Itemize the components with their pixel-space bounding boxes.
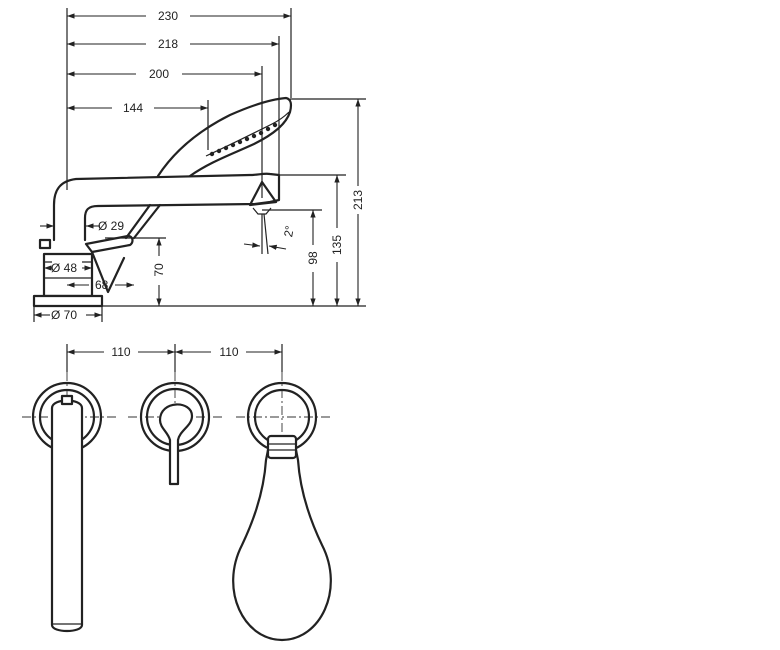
dim-label-angle: 2° [281, 224, 297, 238]
top-view: 110 110 [22, 344, 332, 642]
dim-label-68: 68 [95, 278, 109, 292]
dim-label-dia70: Ø 70 [51, 308, 77, 322]
spout: 2° [52, 172, 297, 255]
dim-label-98: 98 [306, 251, 320, 265]
dim-label-spacing-left: 110 [111, 345, 130, 359]
dim-label-spacing-right: 110 [219, 345, 238, 359]
dim-label-dia29: Ø 29 [98, 219, 124, 233]
dimension-98: 98 [306, 210, 320, 306]
dim-label-144: 144 [123, 101, 143, 115]
dimension-213: 213 [351, 99, 365, 306]
hand-shower-top [232, 381, 332, 642]
dimension-68: 68 [67, 278, 134, 292]
dim-label-230: 230 [158, 9, 178, 23]
dim-label-218: 218 [158, 37, 178, 51]
dim-label-70-height: 70 [152, 263, 166, 277]
dim-label-dia48: Ø 48 [51, 261, 77, 275]
dimension-70-height: 70 [152, 238, 166, 306]
dimension-230: 230 [67, 9, 291, 23]
dimension-spacing-left: 110 [66, 344, 176, 372]
shower-nozzles [209, 122, 278, 157]
dim-label-213: 213 [351, 190, 365, 210]
dimension-218: 218 [67, 37, 279, 51]
dimension-spacing-right: 110 [175, 344, 283, 372]
dimension-144: 144 [67, 101, 208, 115]
dimension-dia48: Ø 48 [44, 260, 92, 275]
dimension-200: 200 [67, 67, 262, 81]
dim-label-135: 135 [330, 235, 344, 255]
dimension-135: 135 [330, 175, 344, 306]
mixer-top [139, 381, 211, 486]
side-view: 230 218 200 144 213 135 [32, 8, 366, 322]
dimension-dia29: Ø 29 [40, 219, 124, 233]
spout-top [31, 381, 103, 633]
dimension-dia70: Ø 70 [33, 306, 103, 322]
extension-lines [66, 8, 366, 307]
dim-label-200: 200 [149, 67, 169, 81]
lever [38, 234, 134, 294]
hand-shower [124, 96, 293, 240]
